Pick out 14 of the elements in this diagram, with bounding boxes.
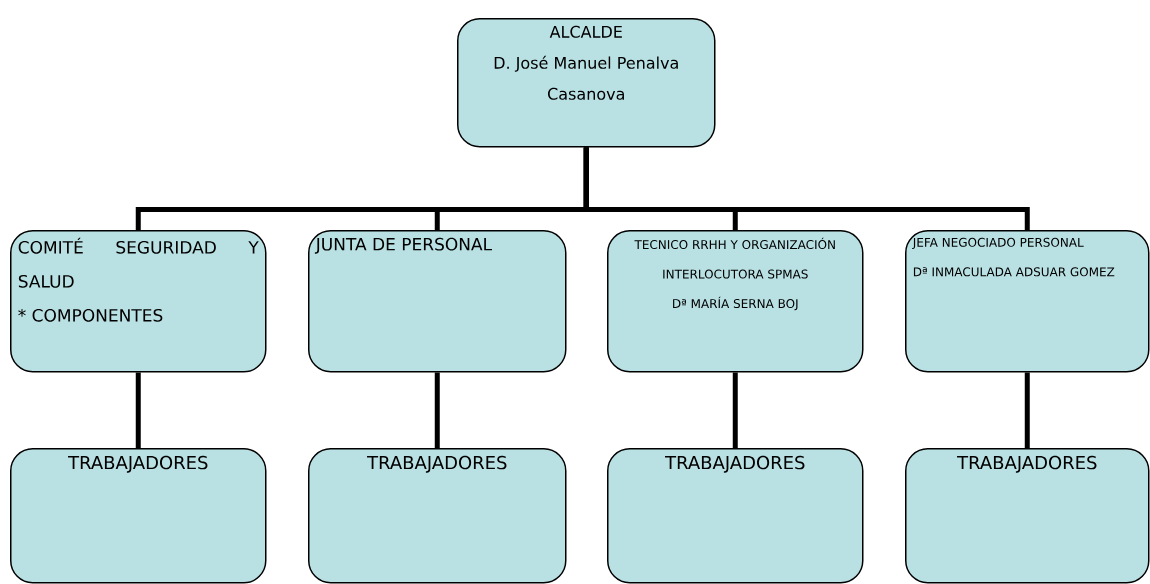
connector-line [434, 372, 440, 448]
connector-line [135, 372, 141, 448]
org-box: TRABAJADORES [308, 448, 567, 584]
org-box: TRABAJADORES [10, 448, 267, 584]
connector-line [732, 372, 738, 448]
org-box: ALCALDE D. José Manuel Penalva Casanova [457, 18, 716, 148]
connector-line [1024, 372, 1030, 448]
org-box: TRABAJADORES [905, 448, 1150, 584]
org-box: TRABAJADORES [607, 448, 864, 584]
org-box: TECNICO RRHH Y ORGANIZACIÓN INTERLOCUTORA SPMAS Dª MARÍA SERNA BOJ [607, 230, 864, 373]
org-box: JUNTA DE PERSONAL [308, 230, 567, 373]
connector-line [583, 147, 1030, 230]
org-box: JEFA NEGOCIADO PERSONAL Dª INMACULADA ADSUAR GOMEZ [905, 230, 1150, 373]
org-box: COMITÉ SEGURIDAD Y SALUD * COMPONENTES [10, 230, 267, 373]
